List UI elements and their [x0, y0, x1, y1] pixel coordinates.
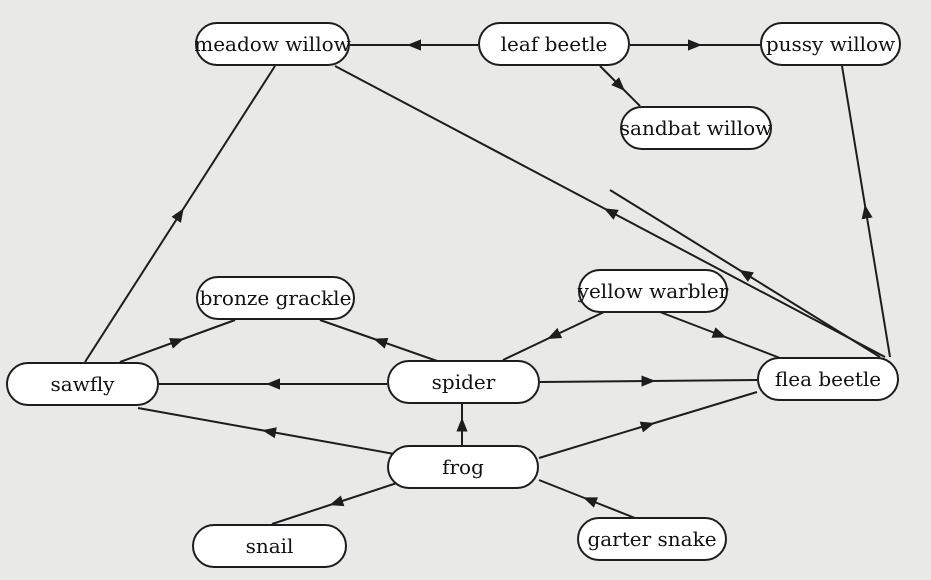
edge-garter-snake-to-frog: [582, 497, 641, 521]
edge-frog-to-snail: [329, 481, 401, 507]
node-garter-snake: garter snake: [577, 517, 727, 561]
edge-spider-to-flea-beetle-tail: [648, 379, 758, 382]
edge-frog-to-flea-beetle: [538, 421, 655, 459]
edge-leaf-beetle-to-sandbat-willow: [599, 65, 625, 91]
edge-yellow-warbler-to-flea-beetle: [659, 311, 727, 338]
edge-garter-snake-to-frog-tail: [538, 479, 590, 501]
node-bronze-grackle: bronze grackle: [196, 276, 355, 320]
edge-frog-to-flea-beetle-tail: [647, 391, 758, 426]
edge-spider-to-bronze-grackle-tail: [319, 319, 381, 342]
edge-spider-to-bronze-grackle: [373, 338, 441, 363]
edge-frog-to-sawfly: [262, 427, 401, 456]
edge-frog-to-sawfly-tail: [137, 407, 270, 433]
edge-yellow-warbler-to-spider-tail: [502, 335, 554, 361]
edge-flea-beetle-to-pussy-willow: [861, 204, 891, 358]
edge-sawfly-to-meadow-willow-tail: [179, 65, 276, 215]
node-meadow-willow: meadow willow: [194, 22, 351, 66]
node-leaf-beetle: leaf beetle: [478, 22, 630, 66]
edge-spider-to-flea-beetle: [539, 375, 656, 387]
edge-frog-to-snail-tail: [271, 502, 337, 525]
edge-flea-beetle-to-pussy-willow-tail: [841, 65, 867, 212]
edge-flea-beetle-to-sandbat-willow-tail: [609, 189, 746, 275]
node-yellow-warbler: yellow warbler: [578, 269, 728, 313]
node-spider: spider: [387, 360, 540, 404]
edge-yellow-warbler-to-spider: [547, 311, 605, 340]
node-frog: frog: [387, 445, 539, 489]
edge-sawfly-to-bronze-grackle-tail: [177, 319, 236, 342]
node-sandbat-willow: sandbat willow: [620, 106, 772, 150]
edge-yellow-warbler-to-flea-beetle-tail: [719, 334, 781, 359]
node-flea-beetle: flea beetle: [757, 357, 899, 401]
edge-sawfly-to-meadow-willow: [84, 208, 184, 363]
edge-flea-beetle-to-sandbat-willow: [739, 269, 881, 358]
edge-sawfly-to-bronze-grackle: [119, 338, 185, 363]
edge-flea-beetle-to-meadow-willow-tail: [334, 65, 611, 213]
node-sawfly: sawfly: [6, 362, 159, 406]
node-snail: snail: [192, 524, 347, 568]
edge-leaf-beetle-to-sandbat-willow-tail: [619, 85, 641, 107]
node-pussy-willow: pussy willow: [760, 22, 901, 66]
